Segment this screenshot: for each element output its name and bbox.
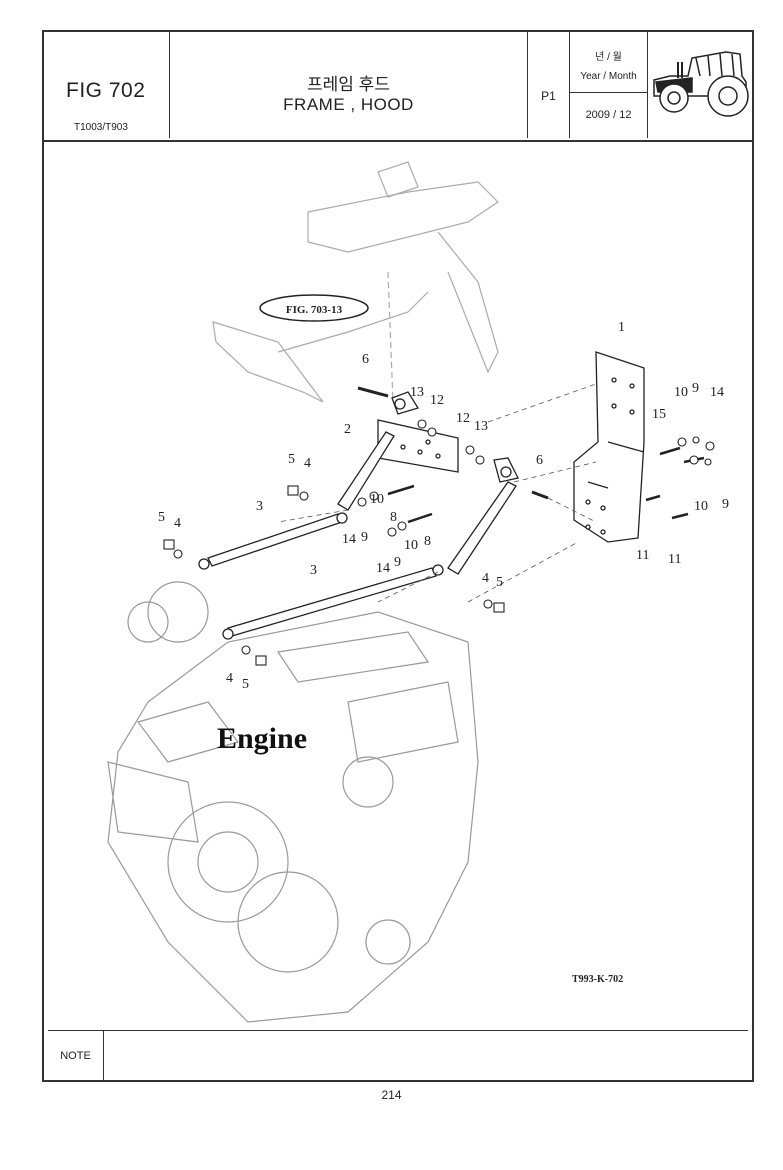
callout: 5 [242,677,249,692]
year-month-korean: 년 / 월 [595,52,622,63]
callout: 5 [288,452,295,467]
fasteners [163,386,715,666]
title-cell: 프레임 후드 FRAME , HOOD [170,32,528,138]
note-row: NOTE [48,1030,748,1081]
callout: 9 [692,381,699,396]
callout: 11 [668,552,681,567]
tractor-icon [653,51,749,117]
callout: 2 [344,422,351,437]
callout: 5 [496,575,503,590]
date-divider [570,92,647,93]
callout: 13 [474,419,488,434]
date-cell: 년 / 월 Year / Month 2009 / 12 [570,32,648,138]
callout: 10 [370,492,384,507]
callout: 6 [362,352,369,367]
callout: 9 [361,530,368,545]
reference-oval [259,294,369,322]
model-list: T1003/T903 [74,122,128,133]
callout: 10 [694,499,708,514]
callout: 10 [404,538,418,553]
callout: 5 [158,510,165,525]
callout: 15 [652,407,666,422]
logo-cell [648,32,752,138]
bracket-plate [573,351,645,543]
callout: 14 [376,561,390,576]
callout: 4 [226,671,233,686]
callout: 9 [394,555,401,570]
callout: 8 [390,510,397,525]
engine-sketch [107,581,479,1023]
header: FIG 702 T1003/T903 프레임 후드 FRAME , HOOD P… [44,32,752,142]
page-cell: P1 [528,32,570,138]
callout: 12 [456,411,470,426]
fig-number: FIG 702 [66,79,146,102]
callout: 3 [310,563,317,578]
callout: 4 [174,516,181,531]
callout: 14 [342,532,356,547]
page-number: 214 [381,1088,402,1102]
callout: 4 [304,456,311,471]
title-english: FRAME , HOOD [283,95,414,114]
exploded-parts-diagram: FIG. 703-13 [48,142,748,1027]
reference-label: FIG. 703-13 [286,304,343,316]
page-label: P1 [541,89,556,103]
engine-label: Engine [217,722,307,755]
callout-labels: 1 2 3 3 4 4 4 4 5 5 5 5 6 6 8 8 9 9 9 9 [158,320,729,692]
callout: 4 [482,571,489,586]
callout: 11 [636,548,649,563]
callout: 14 [710,385,724,400]
fig-cell: FIG 702 T1003/T903 [44,32,170,138]
callout: 10 [674,385,688,400]
year-month-value: 2009 / 12 [585,109,632,121]
note-label: NOTE [48,1031,104,1081]
frame-reference-sketch [212,161,499,403]
callout: 13 [410,385,424,400]
page-frame: FIG 702 T1003/T903 프레임 후드 FRAME , HOOD P… [42,30,754,1082]
callout: 6 [536,453,543,468]
gas-springs [198,512,444,640]
hood-support-frame [337,391,519,575]
leader-lines [277,383,597,603]
callout: 1 [618,320,625,335]
year-month-english: Year / Month [580,71,637,82]
drawing-code: T993-K-702 [572,974,623,985]
callout: 12 [430,393,444,408]
callout: 8 [424,534,431,549]
title-korean: 프레임 후드 [307,75,390,94]
callout: 3 [256,499,263,514]
callout: 9 [722,497,729,512]
